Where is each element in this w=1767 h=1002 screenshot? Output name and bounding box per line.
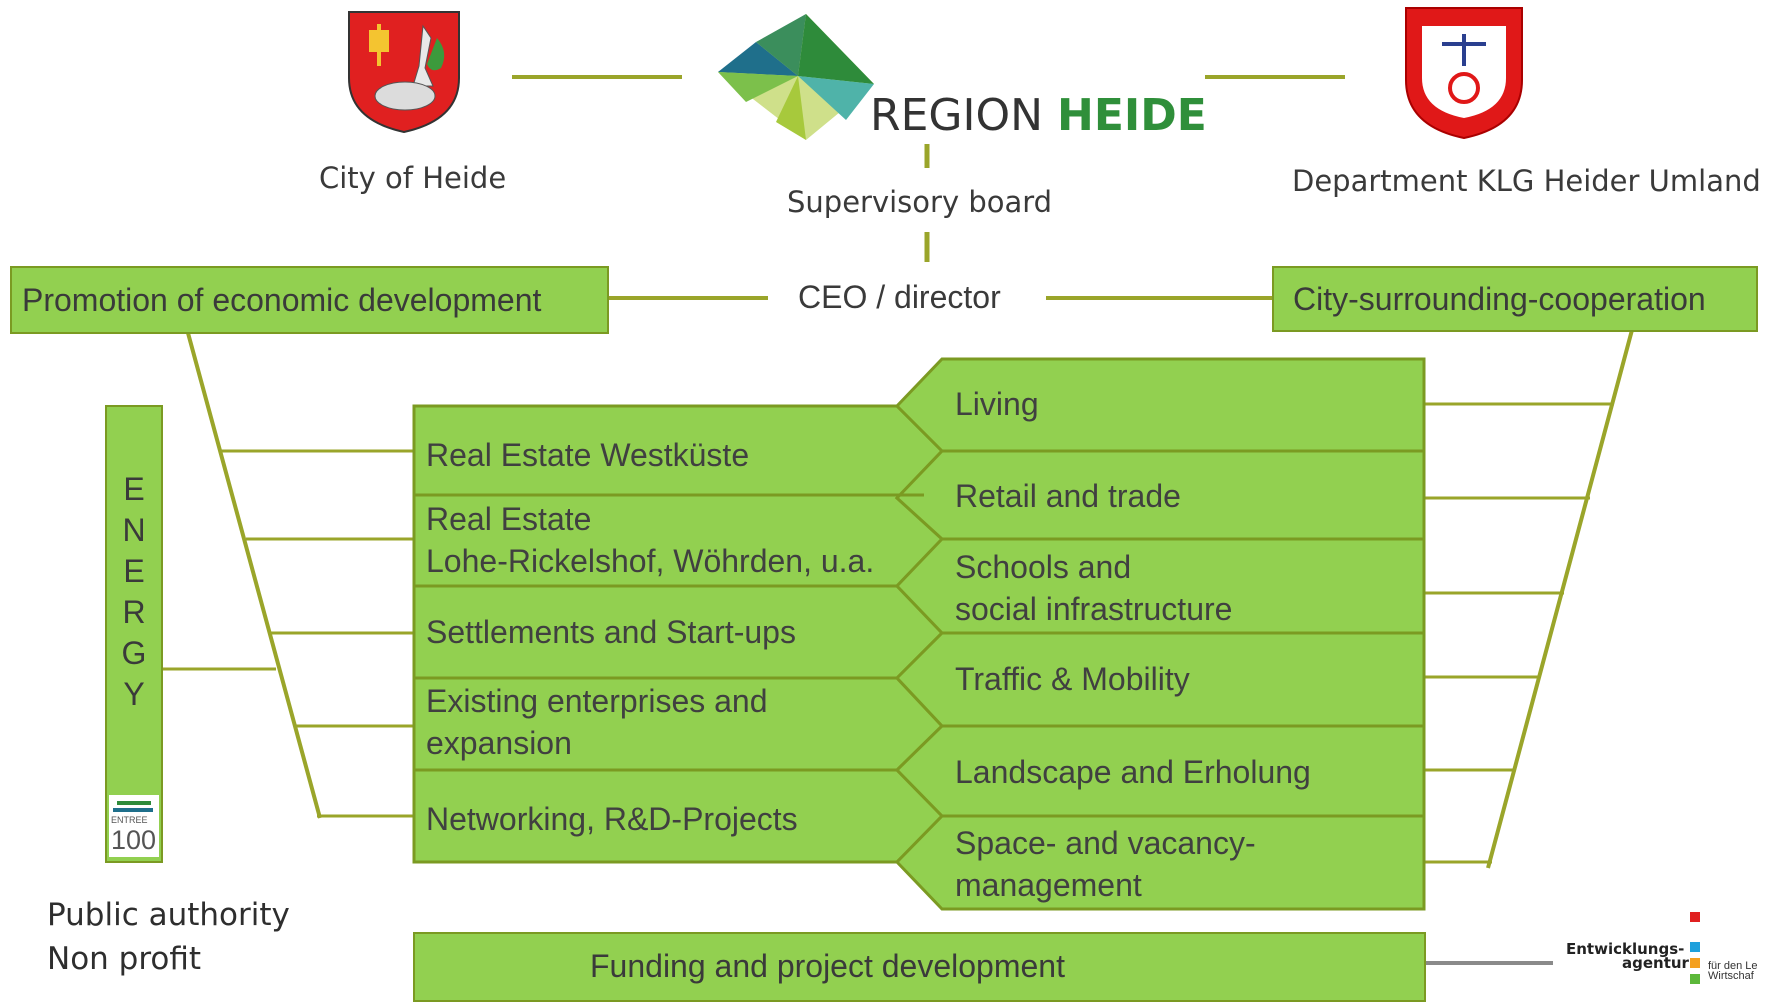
right-item-space-vacancy: Space- and vacancy- bbox=[955, 825, 1256, 861]
cooperation-header-box: City-surrounding-cooperation bbox=[1272, 266, 1758, 332]
left-item-existing-enterprises: Existing enterprises and bbox=[426, 683, 768, 719]
energy-column: E N E R G Y ENTREE 100 bbox=[105, 405, 163, 863]
city-label: City of Heide bbox=[319, 161, 507, 195]
right-item-landscape: Landscape and Erholung bbox=[955, 754, 1311, 790]
left-item-real-estate-locations: Lohe-Rickelshof, Wöhrden, u.a. bbox=[426, 543, 875, 579]
agency-name-line1: Entwicklungs- bbox=[1566, 940, 1685, 958]
energy-letter-n: N bbox=[122, 512, 146, 548]
promotion-header-text: Promotion of economic development bbox=[22, 282, 542, 318]
right-item-retail: Retail and trade bbox=[955, 478, 1181, 514]
left-item-real-estate: Real Estate bbox=[426, 501, 592, 537]
ceo-director-label: CEO / director bbox=[798, 279, 1001, 315]
klg-heider-umland-coat-of-arms bbox=[1402, 4, 1526, 140]
left-item-expansion: expansion bbox=[426, 725, 572, 761]
energy-letter-r: R bbox=[122, 594, 146, 630]
legend-non-profit: Non profit bbox=[47, 941, 202, 977]
entree-badge-label: ENTREE bbox=[111, 815, 148, 825]
funding-text: Funding and project development bbox=[590, 948, 1065, 984]
entree-100-badge: ENTREE 100 bbox=[109, 795, 159, 857]
energy-letter-e2: E bbox=[123, 553, 145, 589]
region-heide-logo: REGION HEIDE bbox=[716, 12, 1207, 142]
logo-region-text: REGION bbox=[870, 90, 1043, 141]
entree-badge-number: 100 bbox=[111, 825, 157, 855]
right-item-living: Living bbox=[955, 386, 1039, 422]
promotion-header-box: Promotion of economic development bbox=[10, 266, 609, 334]
agency-name-line2: agentur bbox=[1622, 954, 1689, 972]
department-label: Department KLG Heider Umland bbox=[1292, 164, 1761, 198]
right-item-traffic: Traffic & Mobility bbox=[955, 661, 1190, 697]
left-item-settlements: Settlements and Start-ups bbox=[426, 614, 796, 650]
right-item-social-infrastructure: social infrastructure bbox=[955, 591, 1233, 627]
supervisory-board-label: Supervisory board bbox=[787, 185, 1053, 219]
city-of-heide-coat-of-arms bbox=[345, 8, 463, 134]
left-item-networking: Networking, R&D-Projects bbox=[426, 801, 798, 837]
energy-letter-e1: E bbox=[123, 471, 145, 507]
cooperation-header-text: City-surrounding-cooperation bbox=[1293, 281, 1706, 317]
right-item-schools: Schools and bbox=[955, 549, 1132, 585]
agency-sub-line2: Wirtschaf bbox=[1708, 970, 1754, 982]
right-item-management: management bbox=[955, 867, 1142, 903]
entwicklungsagentur-logo: Entwicklungs- agentur für den Le Wirtsch… bbox=[1560, 900, 1767, 992]
logo-heide-text: HEIDE bbox=[1057, 90, 1207, 141]
energy-letter-g: G bbox=[121, 635, 147, 671]
left-item-real-estate-westkueste: Real Estate Westküste bbox=[426, 437, 750, 473]
region-heide-logo-mark bbox=[718, 14, 874, 140]
energy-letters: E N E R G Y bbox=[107, 469, 161, 715]
legend-public-authority: Public authority bbox=[47, 897, 290, 933]
agency-sub-line1: für den Le bbox=[1708, 960, 1758, 972]
energy-letter-y: Y bbox=[123, 676, 145, 712]
funding-box: Funding and project development bbox=[413, 932, 1426, 1002]
